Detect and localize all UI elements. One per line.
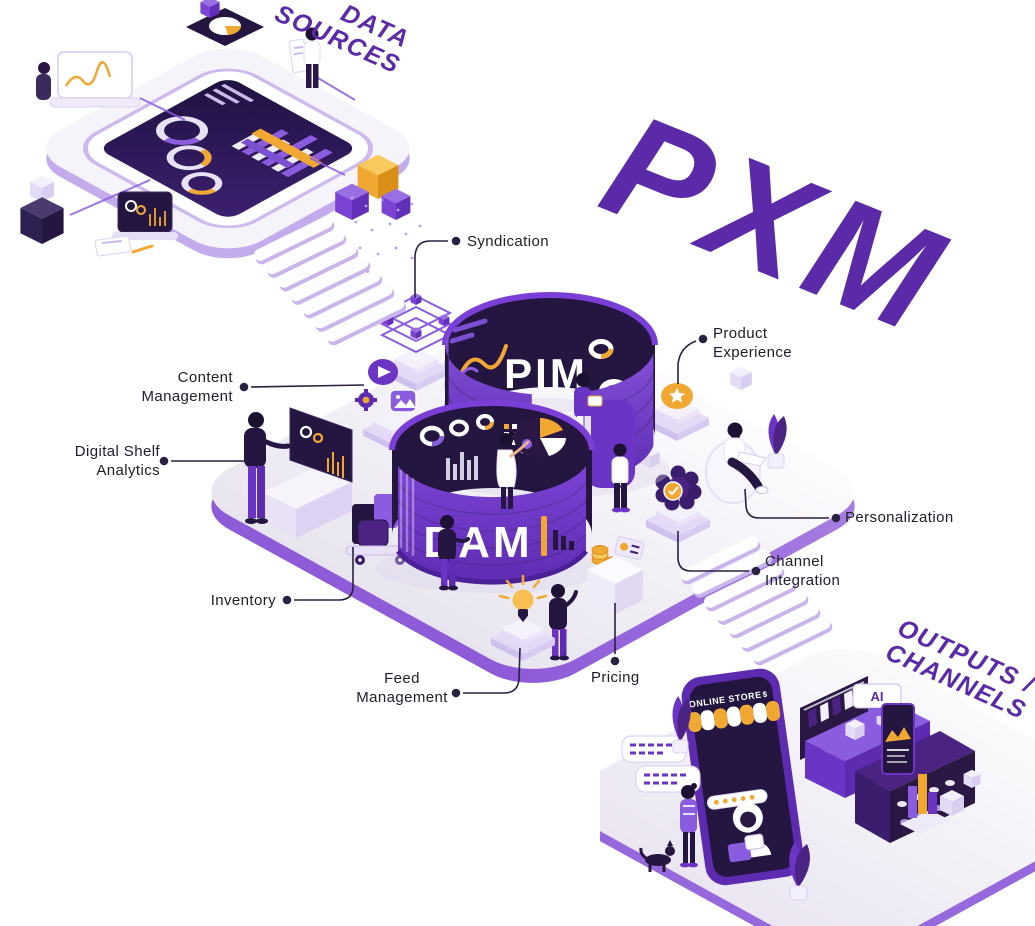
standing-person-front	[549, 584, 578, 661]
callout-label: Content	[177, 369, 233, 386]
beanbag-laptop-person	[705, 422, 769, 504]
dashboard-bars	[231, 128, 333, 178]
chart-screen-icon	[881, 703, 915, 775]
callout-label: Syndication	[467, 233, 549, 250]
pencil-icon	[131, 244, 154, 254]
callout-content-management: Content Management	[141, 369, 233, 407]
review-bubbles	[621, 735, 701, 793]
ai-screen-icon: AI	[852, 683, 902, 716]
callout-label: Feed	[384, 670, 420, 687]
gear-coin-icon	[646, 465, 710, 543]
callout-label: Pricing	[591, 669, 640, 686]
online-store-phone: ONLINE STORE $	[681, 668, 804, 886]
callout-label: Product	[713, 325, 768, 342]
star-badge-icon	[645, 383, 709, 441]
callout-label: Inventory	[210, 592, 276, 609]
plant-icon	[789, 842, 810, 901]
callout-channel-integration: Channel Integration	[765, 553, 840, 591]
store-dollar: $	[762, 690, 768, 700]
standing-person-right	[611, 443, 630, 513]
lightbulb-icon	[491, 574, 555, 661]
person-with-document	[288, 27, 321, 88]
callout-label: Personalization	[845, 509, 954, 526]
callout-digital-shelf-analytics: Digital Shelf Analytics	[75, 443, 160, 481]
callout-label: Management	[141, 387, 233, 405]
dog-figure	[639, 840, 675, 872]
callout-label: Channel	[765, 553, 824, 570]
person-figure	[36, 62, 51, 100]
callout-label: Management	[356, 688, 448, 706]
callout-syndication: Syndication	[467, 233, 549, 252]
connector-dots	[159, 236, 841, 698]
pim-label: PIM	[504, 350, 588, 397]
person-figure	[244, 412, 291, 524]
image-icon	[389, 389, 417, 413]
platform-wires	[69, 77, 356, 216]
standing-person-cart	[438, 515, 470, 591]
shopper-figure	[727, 802, 772, 863]
callout-feed-management: Feed Management	[355, 670, 449, 708]
ai-label: AI	[871, 689, 884, 704]
callout-personalization: Personalization	[845, 509, 954, 528]
data-sources-scene	[20, 0, 422, 348]
rating-banner	[706, 789, 768, 810]
media-assets-icon	[355, 359, 421, 451]
dam-person	[496, 431, 530, 514]
coins-card-icon	[587, 536, 645, 614]
callout-inventory: Inventory	[211, 592, 276, 611]
gear-icon	[355, 389, 377, 411]
customer-figure	[672, 696, 698, 868]
outputs-scene: AI ONLINE STORE $	[600, 649, 1035, 926]
laptop-analytics-person	[244, 407, 353, 538]
papers-icon	[94, 235, 154, 257]
play-icon	[378, 366, 391, 378]
laptop-icon	[735, 451, 767, 467]
bar-chart-3d-icon	[900, 774, 950, 834]
dashboard-donuts	[156, 116, 223, 195]
callout-pricing: Pricing	[591, 669, 640, 688]
callout-label: Analytics	[96, 461, 160, 479]
pie-chart-tile-icon	[186, 0, 264, 46]
callout-label: Integration	[765, 571, 841, 589]
connector-lines	[171, 240, 829, 694]
dot-rain	[350, 196, 422, 274]
check-icon	[668, 486, 679, 496]
plant-icon	[767, 414, 787, 469]
laptop-chart-icon	[36, 51, 141, 108]
dark-laptop-icon	[112, 191, 178, 240]
dashboard-dashes	[203, 83, 255, 106]
callout-label: Experience	[713, 343, 793, 361]
callout-product-experience: Product Experience	[713, 325, 792, 363]
awning-icon	[687, 701, 781, 733]
callout-label: Digital Shelf	[74, 443, 160, 460]
